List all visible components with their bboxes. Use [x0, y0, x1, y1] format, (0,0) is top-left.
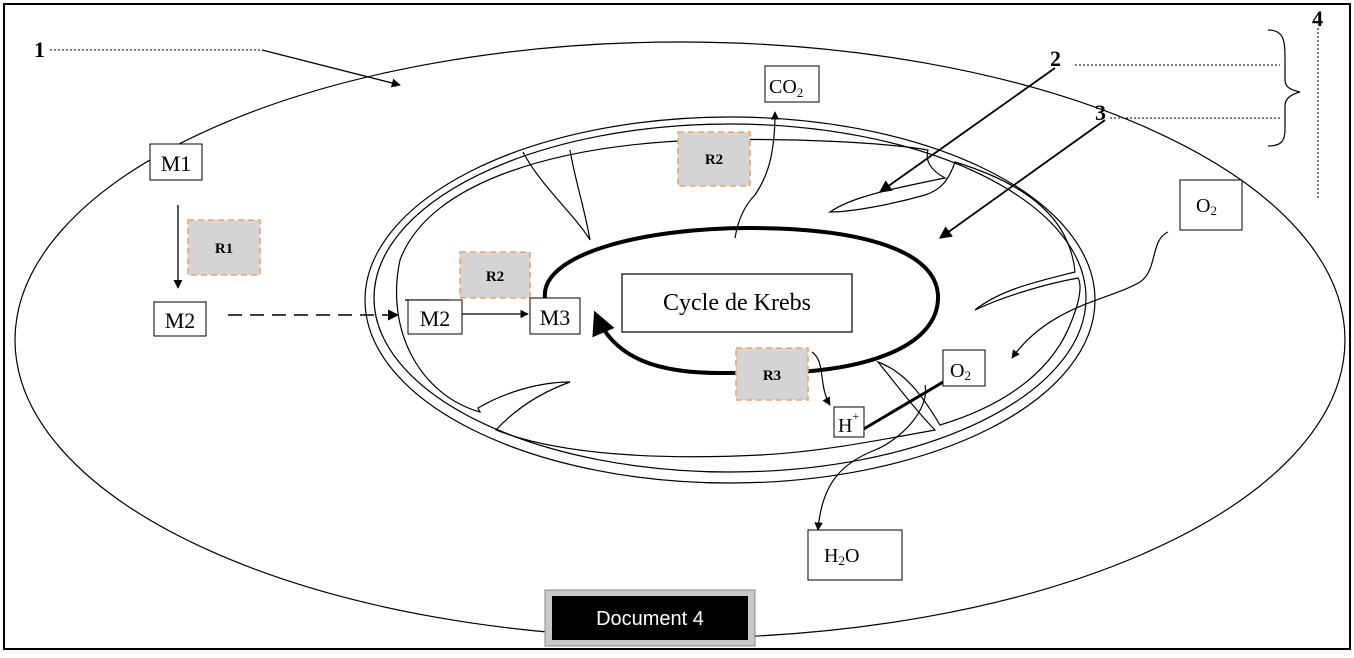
callout-3-arrow	[938, 119, 1106, 239]
molecule-h-plus: H+	[833, 406, 865, 438]
mito-outer-membrane-inner-line	[373, 123, 1087, 473]
molecule-co2: CO2	[764, 65, 820, 103]
reaction-r1: R1	[187, 219, 261, 276]
reaction-r2-top: R2	[677, 131, 751, 187]
molecule-m2-matrix-label: M2	[420, 306, 451, 331]
callout-1-arrow	[261, 49, 401, 88]
callout-number-1: 1	[34, 37, 45, 62]
reaction-r2-top-label: R2	[705, 152, 723, 168]
molecule-m2-matrix: M2	[407, 299, 463, 335]
molecule-m3: M3	[529, 297, 581, 335]
document-label: Document 4	[596, 608, 704, 630]
molecule-o2-outside-label: O2	[1196, 195, 1217, 218]
reaction-r3-label: R3	[763, 368, 781, 384]
crista-top-left	[522, 149, 591, 241]
callout-number-4: 4	[1312, 6, 1323, 31]
molecule-h2o-label: H2O	[824, 545, 859, 568]
molecule-o2-inner-label: O2	[950, 360, 971, 383]
mito-inner-membrane-cristae	[396, 138, 1081, 458]
molecule-m1-label: M1	[161, 151, 192, 176]
callout-2-arrow	[878, 67, 1056, 193]
callout-number-2: 2	[1050, 46, 1061, 71]
molecule-o2-outside: O2	[1179, 179, 1243, 231]
molecule-m1: M1	[149, 143, 203, 181]
molecule-m2-cytoplasm: M2	[153, 301, 207, 337]
reaction-r1-label: R1	[215, 241, 233, 257]
reaction-r2-mid-label: R2	[486, 269, 504, 285]
frame-border	[3, 3, 1351, 650]
arrow-r3-hplus	[811, 351, 831, 406]
molecule-h2o: H2O	[807, 529, 903, 581]
callout-number-3: 3	[1095, 100, 1106, 125]
reaction-r3: R3	[735, 347, 809, 401]
krebs-cycle-label: Cycle de Krebs	[663, 290, 811, 316]
callout-4-brace	[1267, 29, 1301, 147]
arrow-co2-release	[734, 111, 780, 239]
molecule-m2-cytoplasm-label: M2	[165, 308, 196, 333]
krebs-cycle-box	[621, 273, 853, 333]
line-hplus-o2	[861, 373, 956, 432]
molecule-co2-label: CO2	[769, 76, 803, 100]
molecule-o2-inner: O2	[942, 349, 986, 387]
arrow-o2-entry	[1011, 231, 1169, 359]
reaction-r2-mid: R2	[459, 251, 531, 299]
arrow-h2o-formation	[814, 384, 927, 531]
molecule-h-plus-label: H+	[838, 409, 859, 437]
document-label-badge: Document 4	[544, 589, 756, 647]
krebs-cycle-loop	[542, 225, 941, 375]
molecule-m3-label: M3	[540, 305, 571, 330]
